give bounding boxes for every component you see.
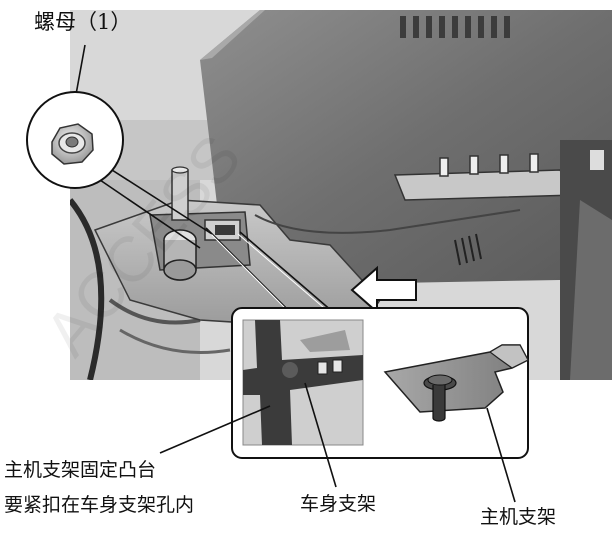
mounting-note-line2: 要紧扣在车身支架孔内 <box>4 494 195 516</box>
nut-label: 螺母（1） <box>34 10 132 34</box>
body-bracket-label: 车身支架 <box>300 493 377 515</box>
host-bracket-leader <box>486 407 516 503</box>
detail-inset <box>231 307 530 459</box>
nut-callout <box>26 44 213 249</box>
host-bracket-drawing <box>383 344 530 422</box>
body-bracket-closeup <box>242 319 364 446</box>
mounting-note-line1: 主机支架固定凸台 <box>4 459 157 481</box>
body-bracket-leader <box>304 382 337 488</box>
note-leader <box>159 405 271 454</box>
nut-icon <box>51 123 94 165</box>
host-bracket-label: 主机支架 <box>480 506 557 528</box>
